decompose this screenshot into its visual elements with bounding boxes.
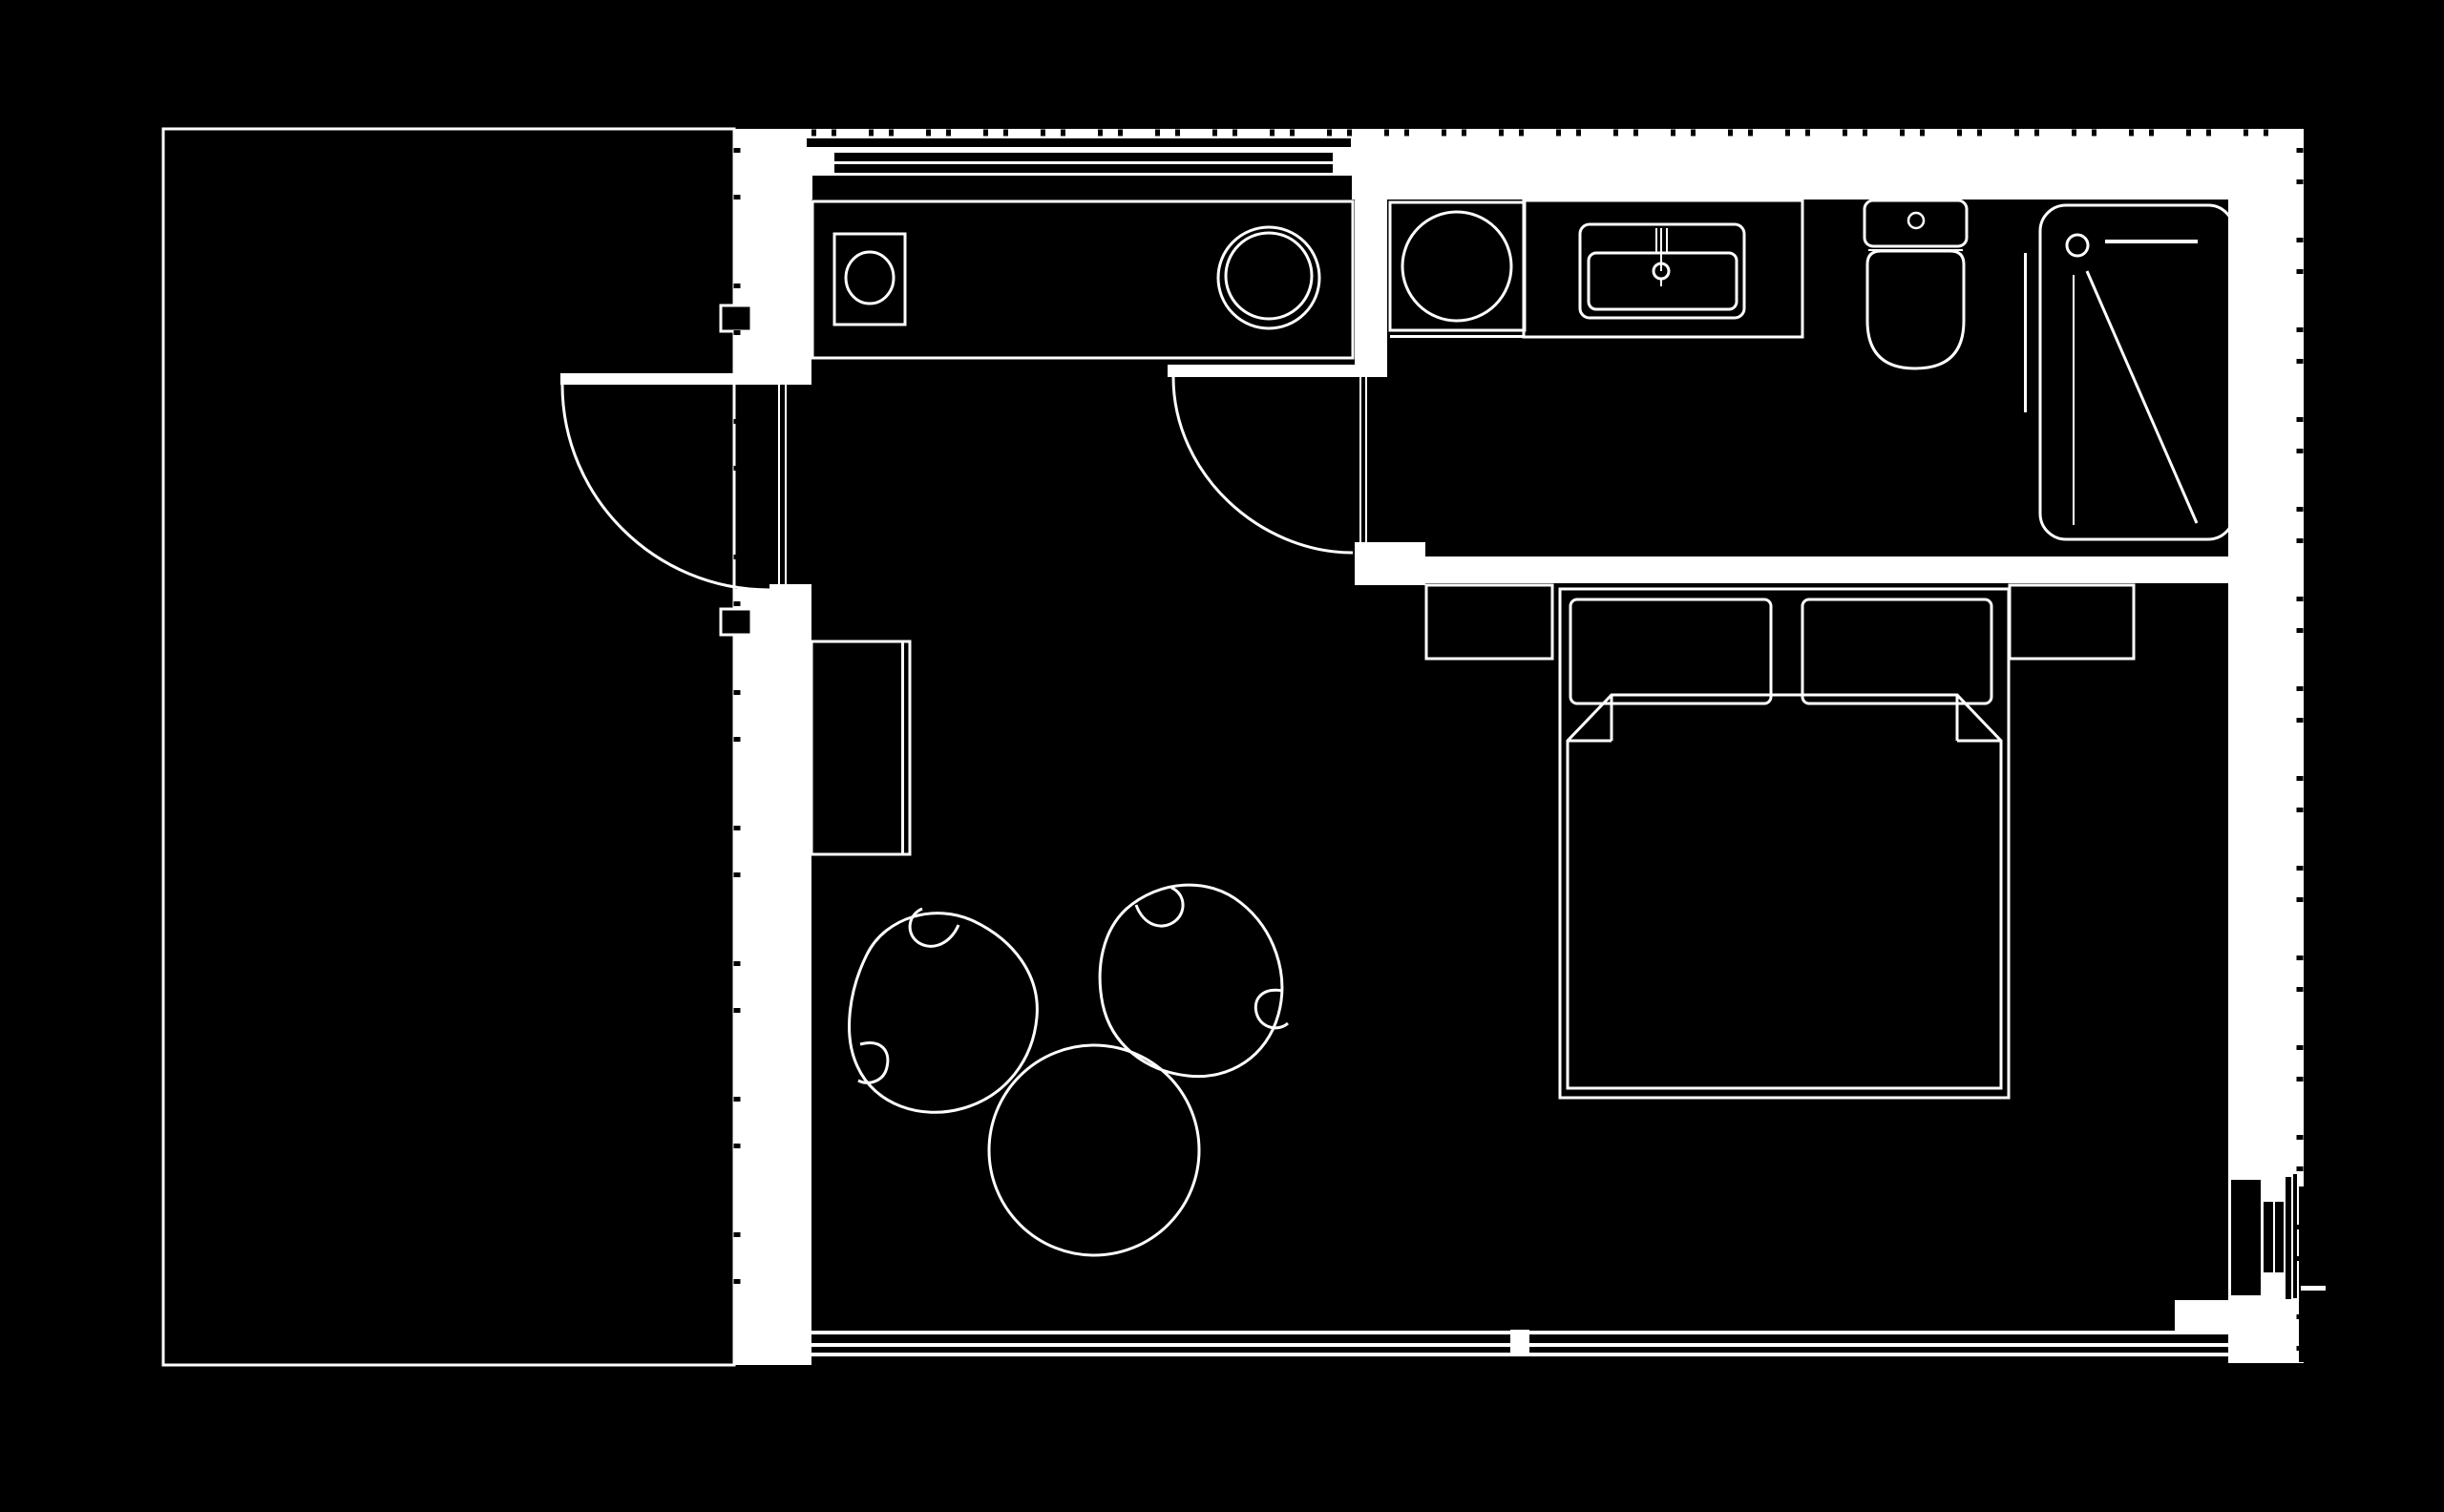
wall-right xyxy=(2228,129,2304,1363)
nightstand-left xyxy=(1424,583,1554,661)
kitchen-sink-bowl xyxy=(844,250,895,305)
kitchen-window-bar-2 xyxy=(834,153,1333,161)
toilet-tank xyxy=(1863,199,1969,248)
armchair-right-armrest-curl xyxy=(1134,886,1185,928)
armchair-right-body xyxy=(1098,883,1284,1079)
left-door-stop xyxy=(769,584,811,598)
bed-frame xyxy=(1558,587,2011,1100)
bath-door-stop xyxy=(1359,542,1387,556)
bath-door-leaf xyxy=(1168,365,1357,377)
left-door-jamb-b xyxy=(785,385,787,589)
radiator-fin-1 xyxy=(2231,1180,2261,1295)
wall-bath-bedroom xyxy=(1387,556,2304,583)
faucet-line-right xyxy=(1666,228,1668,253)
wardrobe xyxy=(810,640,912,856)
faucet-stub xyxy=(1660,279,1662,286)
toilet-bowl xyxy=(1865,249,1966,370)
radiator-fin-5 xyxy=(2293,1174,2297,1298)
armchair-left-body xyxy=(848,912,1039,1114)
shower-door-diagonal xyxy=(2085,270,2199,524)
wall-switch-lower xyxy=(719,607,753,637)
kitchen-hob-inner-ring xyxy=(1224,231,1314,321)
shower-drain xyxy=(2065,233,2090,258)
window-glazing-line-b xyxy=(811,1353,2228,1356)
wardrobe-door-divider xyxy=(901,641,904,854)
shower-rail xyxy=(2073,275,2075,525)
kitchen-hob-outer-ring xyxy=(1216,225,1321,330)
left-door-leaf xyxy=(560,373,773,385)
shower-tray xyxy=(2038,203,2236,541)
armchair-left-side-curl xyxy=(857,1041,890,1084)
wall-switch-upper xyxy=(719,304,753,333)
left-door-swing-arc xyxy=(560,384,770,592)
kitchen-window-bar-1 xyxy=(807,138,1351,147)
radiator-pipe-tick xyxy=(2301,1286,2326,1291)
left-door-jamb-a xyxy=(778,385,780,589)
toilet-flush-button xyxy=(1907,211,1926,230)
radiator-fin-6 xyxy=(2299,1186,2304,1362)
armchair-left-armrest-curl xyxy=(908,907,960,948)
bath-door-swing-arc xyxy=(1171,376,1354,555)
kitchen-overhead-bar xyxy=(812,176,1352,200)
radiator-fin-3 xyxy=(2275,1202,2284,1272)
washing-machine-drum xyxy=(1401,210,1513,323)
washing-machine-front xyxy=(1390,335,1525,338)
shower-glass-panel xyxy=(2024,253,2027,412)
window-mullion xyxy=(1510,1330,1529,1353)
duvet-outline xyxy=(1566,693,2003,1090)
vanity-counter xyxy=(1522,199,1804,339)
coffee-table xyxy=(987,1043,1201,1257)
nightstand-right xyxy=(2008,583,2136,661)
wall-window-end-block xyxy=(2175,1300,2228,1333)
washing-machine xyxy=(1388,200,1527,332)
bath-door-jamb-b xyxy=(1365,377,1367,542)
faucet-line-left xyxy=(1655,228,1657,253)
left-door-opening xyxy=(734,385,811,589)
faucet-spout xyxy=(1660,228,1662,271)
radiator-fin-2 xyxy=(2264,1202,2273,1272)
bath-door-jamb-a xyxy=(1359,377,1361,542)
radiator-fin-4 xyxy=(2286,1177,2291,1299)
pillow-right xyxy=(1801,598,1993,705)
left-room-outline xyxy=(161,127,736,1367)
wall-entry-band xyxy=(734,129,811,1365)
vanity-basin xyxy=(1578,222,1746,320)
shower-head-bar xyxy=(2105,240,2198,243)
armchair-right-side-curl xyxy=(1254,988,1290,1030)
kitchen-window-bar-3 xyxy=(834,164,1333,173)
vanity-basin-inner xyxy=(1587,251,1738,311)
pillow-left xyxy=(1569,598,1773,705)
